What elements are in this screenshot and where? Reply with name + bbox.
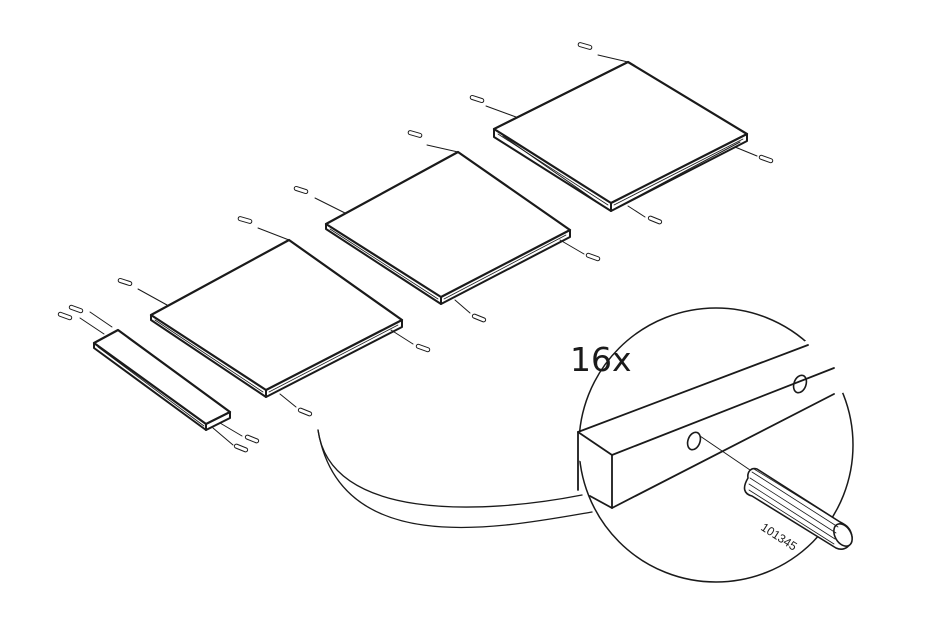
shelf-panel-2: [324, 150, 572, 305]
callout-leader: [317, 429, 593, 529]
wooden-dowel: [743, 467, 853, 550]
panel-1-dowels: [469, 42, 774, 225]
shelf-panel-3: [149, 238, 404, 398]
quantity-label: 16x: [570, 340, 632, 379]
panel-3-dowels: [117, 216, 431, 417]
panel-2-dowels: [293, 130, 601, 323]
edge-strip: [92, 328, 232, 431]
dowel-hole-2: [792, 374, 808, 394]
dowel-hole-1: [686, 431, 702, 451]
edge-strip-dowels: [57, 304, 260, 453]
detail-magnifier: [577, 307, 854, 583]
shelf-panel-1: [492, 60, 749, 212]
